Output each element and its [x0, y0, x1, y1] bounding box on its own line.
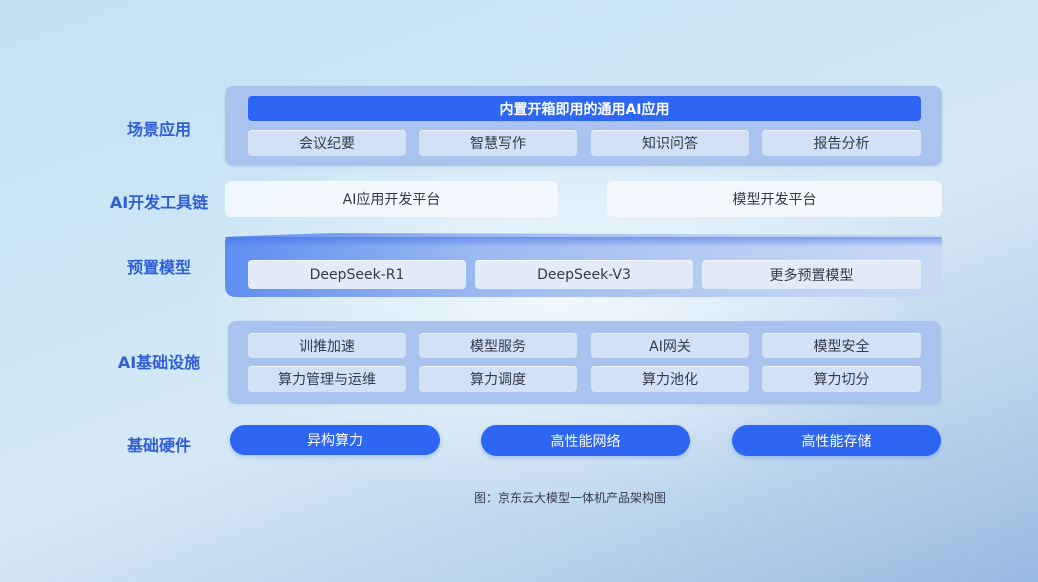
infra-ai-gateway[interactable]: AI网关: [591, 333, 749, 358]
scenario-banner: 内置开箱即用的通用AI应用: [248, 96, 921, 121]
hardware-high-performance-network[interactable]: 高性能网络: [481, 425, 690, 456]
scenario-item-meeting-minutes[interactable]: 会议纪要: [248, 130, 406, 156]
infra-compute-management-ops[interactable]: 算力管理与运维: [248, 366, 406, 392]
model-more-presets[interactable]: 更多预置模型: [702, 260, 921, 289]
infra-compute-scheduling[interactable]: 算力调度: [419, 366, 577, 392]
infra-compute-partitioning[interactable]: 算力切分: [762, 366, 921, 392]
scenario-item-smart-writing[interactable]: 智慧写作: [419, 130, 577, 156]
infra-model-serving[interactable]: 模型服务: [419, 333, 577, 358]
hardware-high-performance-storage[interactable]: 高性能存储: [732, 425, 941, 456]
model-deepseek-r1[interactable]: DeepSeek-R1: [248, 260, 466, 289]
infrastructure-panel: 训推加速 模型服务 AI网关 模型安全 算力管理与运维 算力调度 算力池化 算力…: [228, 321, 941, 404]
scenario-item-report-analysis[interactable]: 报告分析: [762, 130, 921, 156]
figure-caption: 图：京东云大模型一体机产品架构图: [473, 491, 666, 505]
scenario-item-knowledge-qa[interactable]: 知识问答: [591, 130, 749, 156]
infra-compute-pooling[interactable]: 算力池化: [591, 366, 749, 392]
layer-label-models: 预置模型: [126, 258, 191, 277]
toolchain-model-dev-platform[interactable]: 模型开发平台: [607, 181, 942, 217]
toolchain-ai-app-platform[interactable]: AI应用开发平台: [225, 181, 558, 217]
model-deepseek-v3[interactable]: DeepSeek-V3: [475, 260, 693, 289]
layer-label-scenario: 场景应用: [126, 120, 191, 139]
layer-label-hardware: 基础硬件: [126, 436, 191, 455]
layer-label-toolchain: AI开发工具链: [109, 193, 209, 212]
hardware-heterogeneous-compute[interactable]: 异构算力: [230, 425, 440, 455]
layer-label-infrastructure: AI基础设施: [117, 353, 201, 372]
infra-model-security[interactable]: 模型安全: [762, 333, 921, 358]
infra-training-inference-acceleration[interactable]: 训推加速: [248, 333, 406, 358]
scenario-panel: 内置开箱即用的通用AI应用 会议纪要 智慧写作 知识问答 报告分析: [225, 86, 942, 166]
